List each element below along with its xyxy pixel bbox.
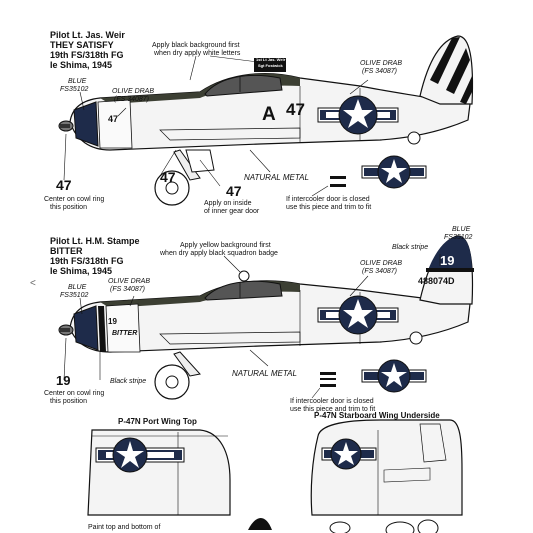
callout-olive-nose-line2: (FS 34087)	[114, 96, 150, 103]
unit-label: 19th FS/318th FG	[50, 256, 124, 266]
callout-intercooler-line1: If intercooler door is closed	[290, 398, 374, 405]
callout-cowl-ring-line2: this position	[50, 398, 87, 405]
callout-blue-line2: FS35102	[60, 292, 89, 299]
aircraft-name: BITTER	[50, 246, 83, 256]
callout-intercooler-line2: use this piece and trim to fit	[286, 204, 372, 211]
loose-cowl-number: 19	[56, 373, 71, 388]
callout-olive-tail-line1: OLIVE DRAB	[360, 60, 403, 67]
callout-inner-door-line2: of inner gear door	[204, 208, 260, 215]
callout-blue-line1: BLUE	[68, 78, 87, 85]
fin-number: 19	[440, 253, 455, 268]
callout-black-bg-line1: Apply black background first	[152, 42, 240, 49]
star-insignia	[317, 295, 399, 335]
svg-text:<: <	[30, 278, 36, 289]
port-wing-title: P-47N Port Wing Top	[118, 417, 197, 426]
serial-number: 488074D	[418, 276, 455, 286]
gear-door-number: 47	[160, 169, 176, 185]
propeller-decals	[248, 518, 439, 533]
cowl-number: 19	[108, 317, 117, 326]
p47-profile-bitter	[58, 235, 474, 400]
callout-olive-tail-line2: (FS 34087)	[362, 68, 398, 75]
fuselage-code-number: 47	[286, 100, 305, 119]
loose-cowl-number: 47	[56, 177, 72, 193]
callout-intercooler-line1: If intercooler door is closed	[286, 196, 370, 203]
inner-door-number: 47	[226, 183, 242, 199]
callout-black-stripe-tail: Black stripe	[392, 244, 429, 251]
callout-olive-tail-line2: (FS 34087)	[362, 268, 398, 275]
cowl-number: 47	[108, 114, 119, 124]
star-insignia	[317, 95, 399, 135]
callout-yellow-bg-line2: when dry apply black squadron badge	[160, 250, 278, 257]
callout-olive-nose-line2: (FS 34087)	[110, 286, 146, 293]
callout-blue-tail-line1: BLUE	[452, 226, 471, 233]
fuselage-code-letter: A	[262, 104, 276, 125]
port-wing-top	[87, 429, 231, 516]
location-label: Ie Shima, 1945	[50, 60, 113, 70]
pilot-label: Pilot Lt. Jas. Weir	[50, 30, 125, 40]
natural-metal-label: NATURAL METAL	[244, 173, 309, 182]
starboard-wing-underside	[310, 419, 463, 516]
callout-inner-door-line1: Apply on inside	[204, 200, 252, 207]
natural-metal-label: NATURAL METAL	[232, 369, 297, 378]
callout-olive-tail-line1: OLIVE DRAB	[360, 260, 403, 267]
nameplate-line2: Sgt Fostwick	[258, 63, 283, 68]
starboard-wing-title: P-47N Starboard Wing Underside	[314, 411, 440, 420]
callout-cowl-ring-line2: this position	[50, 204, 87, 211]
p47-profile-they-satisfy	[58, 35, 474, 206]
spare-star-insignia	[361, 359, 427, 393]
callout-olive-nose-line1: OLIVE DRAB	[108, 278, 151, 285]
nose-art-name: BITTER	[112, 330, 138, 337]
spare-star-insignia	[361, 155, 427, 189]
callout-intercooler-line2: use this piece and trim to fit	[290, 406, 376, 413]
callout-black-stripe-cowl: Black stripe	[110, 378, 147, 385]
location-label: Ie Shima, 1945	[50, 266, 113, 276]
callout-blue-tail-line2: FS35102	[444, 234, 473, 241]
pilot-label: Pilot Lt. H.M. Stampe	[50, 236, 140, 246]
nameplate-line1: 1st Lt Jas. Weir	[256, 57, 286, 62]
unit-label: 19th FS/318th FG	[50, 50, 124, 60]
bottom-note: Paint top and bottom of	[88, 524, 161, 531]
callout-cowl-ring-line1: Center on cowl ring	[44, 390, 105, 397]
callout-cowl-ring-line1: Center on cowl ring	[44, 196, 105, 203]
callout-blue-line2: FS35102	[60, 86, 89, 93]
callout-yellow-bg-line1: Apply yellow background first	[180, 242, 271, 249]
callout-blue-line1: BLUE	[68, 284, 87, 291]
aircraft-name: THEY SATISFY	[50, 40, 114, 50]
callout-olive-nose-line1: OLIVE DRAB	[112, 88, 155, 95]
callout-black-bg-line2: when dry apply white letters	[154, 50, 241, 57]
